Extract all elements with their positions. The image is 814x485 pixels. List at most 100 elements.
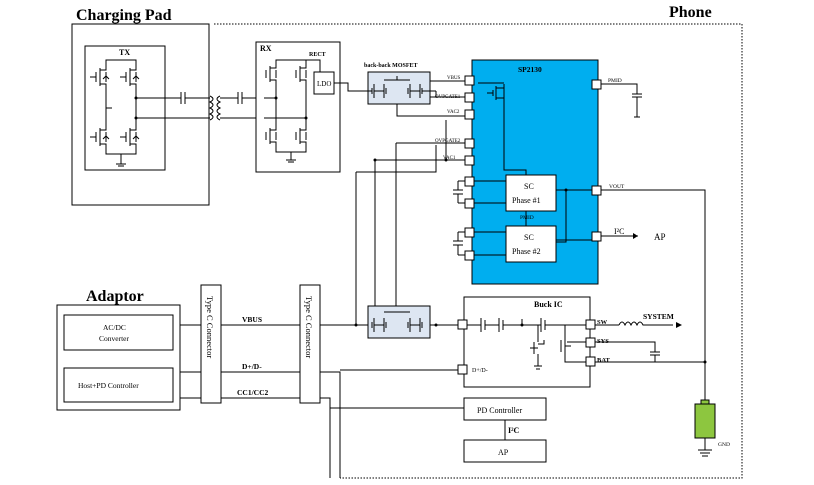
acdc-label-line2: Converter bbox=[99, 334, 129, 343]
buck-vbus-pin bbox=[457, 319, 468, 330]
type-c-connector-right-label: Type C Connector bbox=[304, 296, 314, 358]
rect-label: RECT bbox=[309, 52, 326, 58]
ovpgate2-pin bbox=[464, 138, 475, 149]
phone-boundary bbox=[214, 23, 743, 479]
sys-pin bbox=[585, 337, 596, 348]
tx-coil-icon bbox=[208, 95, 214, 121]
sw-pin-label: SW bbox=[597, 319, 608, 326]
inductor-icon bbox=[618, 321, 673, 327]
buck-ic-switches bbox=[467, 318, 579, 370]
vbus-pin bbox=[464, 75, 475, 86]
system-arrow-icon bbox=[676, 322, 682, 328]
tx-transistor-bottom-left bbox=[90, 126, 110, 148]
pmid-pin bbox=[591, 79, 602, 90]
charging-pad-title: Charging Pad bbox=[76, 7, 172, 24]
vbus-pin-label: VBUS bbox=[447, 76, 461, 81]
sc-phase1-box bbox=[505, 174, 557, 212]
vout-wire bbox=[601, 189, 706, 400]
tx-midpoints bbox=[105, 88, 176, 128]
ap-lower-label: AP bbox=[498, 448, 509, 457]
host-pd-controller-box bbox=[63, 367, 174, 403]
ap-upper-label: AP bbox=[654, 232, 666, 242]
flying-cap1-pin-b bbox=[464, 198, 475, 209]
ldo-label: LDO bbox=[317, 80, 331, 88]
tx-transistor-top-right bbox=[120, 66, 140, 88]
type-c-connector-left bbox=[200, 284, 222, 404]
tx-label: TX bbox=[119, 48, 130, 57]
i2c-arrow-icon bbox=[633, 233, 638, 239]
pmid-pin-label: PMID bbox=[608, 78, 622, 84]
flying-cap1-pin-a bbox=[464, 176, 475, 187]
ovpgate1-wire bbox=[396, 91, 465, 117]
ldo-output-wire bbox=[334, 82, 366, 92]
vac1-wire bbox=[374, 159, 465, 318]
phone-title: Phone bbox=[669, 4, 712, 21]
cc-label: CC1/CC2 bbox=[237, 388, 268, 397]
rx-series-capacitor bbox=[220, 92, 264, 104]
sp2130-internal-mosfet bbox=[478, 82, 505, 110]
flying-cap2-pin-b bbox=[464, 250, 475, 261]
sc-phase2-label-line2: Phase #2 bbox=[512, 247, 541, 256]
sc-phase2-label-line1: SC bbox=[524, 233, 534, 242]
flying-capacitor-2 bbox=[453, 231, 465, 256]
pmid-capacitor bbox=[601, 83, 642, 118]
host-pd-controller-label: Host+PD Controller bbox=[78, 381, 139, 390]
bat-pin-label: BAT bbox=[597, 357, 611, 364]
cc-line bbox=[180, 397, 331, 440]
battery-terminal bbox=[700, 399, 710, 405]
dpdm-line bbox=[180, 371, 341, 478]
system-label: SYSTEM bbox=[643, 312, 674, 321]
gnd-label: GND bbox=[718, 442, 730, 448]
bat-pin bbox=[585, 356, 596, 367]
i2c-upper-label: I²C bbox=[614, 227, 624, 236]
vout-pin bbox=[591, 185, 602, 196]
type-c-connector-right bbox=[299, 284, 321, 404]
flying-capacitor-1 bbox=[453, 180, 465, 204]
battery-icon bbox=[694, 403, 716, 439]
vac1-pin bbox=[464, 155, 475, 166]
type-c-connector-left-label: Type C Connector bbox=[205, 296, 215, 358]
ovpgate2-pin-label: OVPGATE2 bbox=[435, 139, 461, 144]
rx-coil-icon bbox=[216, 95, 222, 121]
vout-pin-label: VOUT bbox=[609, 184, 625, 190]
vac2-pin-label: VAC2 bbox=[447, 110, 460, 115]
vac2-pin bbox=[464, 109, 475, 120]
tx-transistor-bottom-right bbox=[120, 126, 140, 148]
rx-box bbox=[255, 41, 341, 173]
sys-capacitor bbox=[595, 341, 660, 362]
acdc-converter-box bbox=[63, 314, 174, 351]
vac1-pin-label: VAC1 bbox=[443, 156, 456, 161]
buck-dpdm-pin-label: D+/D- bbox=[472, 368, 488, 374]
rx-label: RX bbox=[260, 44, 272, 53]
i2c-lower-label: I²C bbox=[508, 426, 520, 435]
vbus-wire-left bbox=[355, 145, 437, 326]
back-back-mosfet-label: back-back MOSFET bbox=[364, 63, 418, 69]
ovpgate1-pin bbox=[464, 92, 475, 103]
ovpgate2-wire bbox=[395, 142, 465, 318]
flying-cap2-pin-a bbox=[464, 227, 475, 238]
ground-icon bbox=[698, 438, 712, 457]
buck-ic-label: Buck IC bbox=[534, 300, 563, 309]
tx-transistor-top-left bbox=[90, 66, 110, 88]
buck-dpdm-pin bbox=[457, 364, 468, 375]
rx-rectifier-transistors bbox=[264, 59, 307, 163]
sc-phase1-label-line1: SC bbox=[524, 182, 534, 191]
sc-phase2-box bbox=[505, 225, 557, 263]
ap-lower-box bbox=[463, 439, 547, 463]
vbus-label: VBUS bbox=[242, 315, 262, 324]
i2c-pin bbox=[591, 231, 602, 242]
tx-series-capacitor bbox=[176, 92, 210, 104]
dpdm-label: D+/D- bbox=[242, 362, 262, 371]
sc-internal-wires bbox=[503, 110, 592, 243]
sc-phase1-label-line2: Phase #1 bbox=[512, 196, 541, 205]
adaptor-title: Adaptor bbox=[86, 288, 144, 305]
pmid-inner-label: PMID bbox=[520, 215, 534, 221]
pd-controller-label: PD Controller bbox=[477, 406, 522, 415]
back-back-mosfet-bottom bbox=[367, 305, 431, 339]
back-back-mosfet-top bbox=[367, 71, 431, 105]
tx-rails bbox=[105, 59, 137, 167]
sw-pin bbox=[585, 319, 596, 330]
sp2130-label: SP2130 bbox=[518, 65, 542, 74]
tx-box bbox=[84, 45, 166, 171]
